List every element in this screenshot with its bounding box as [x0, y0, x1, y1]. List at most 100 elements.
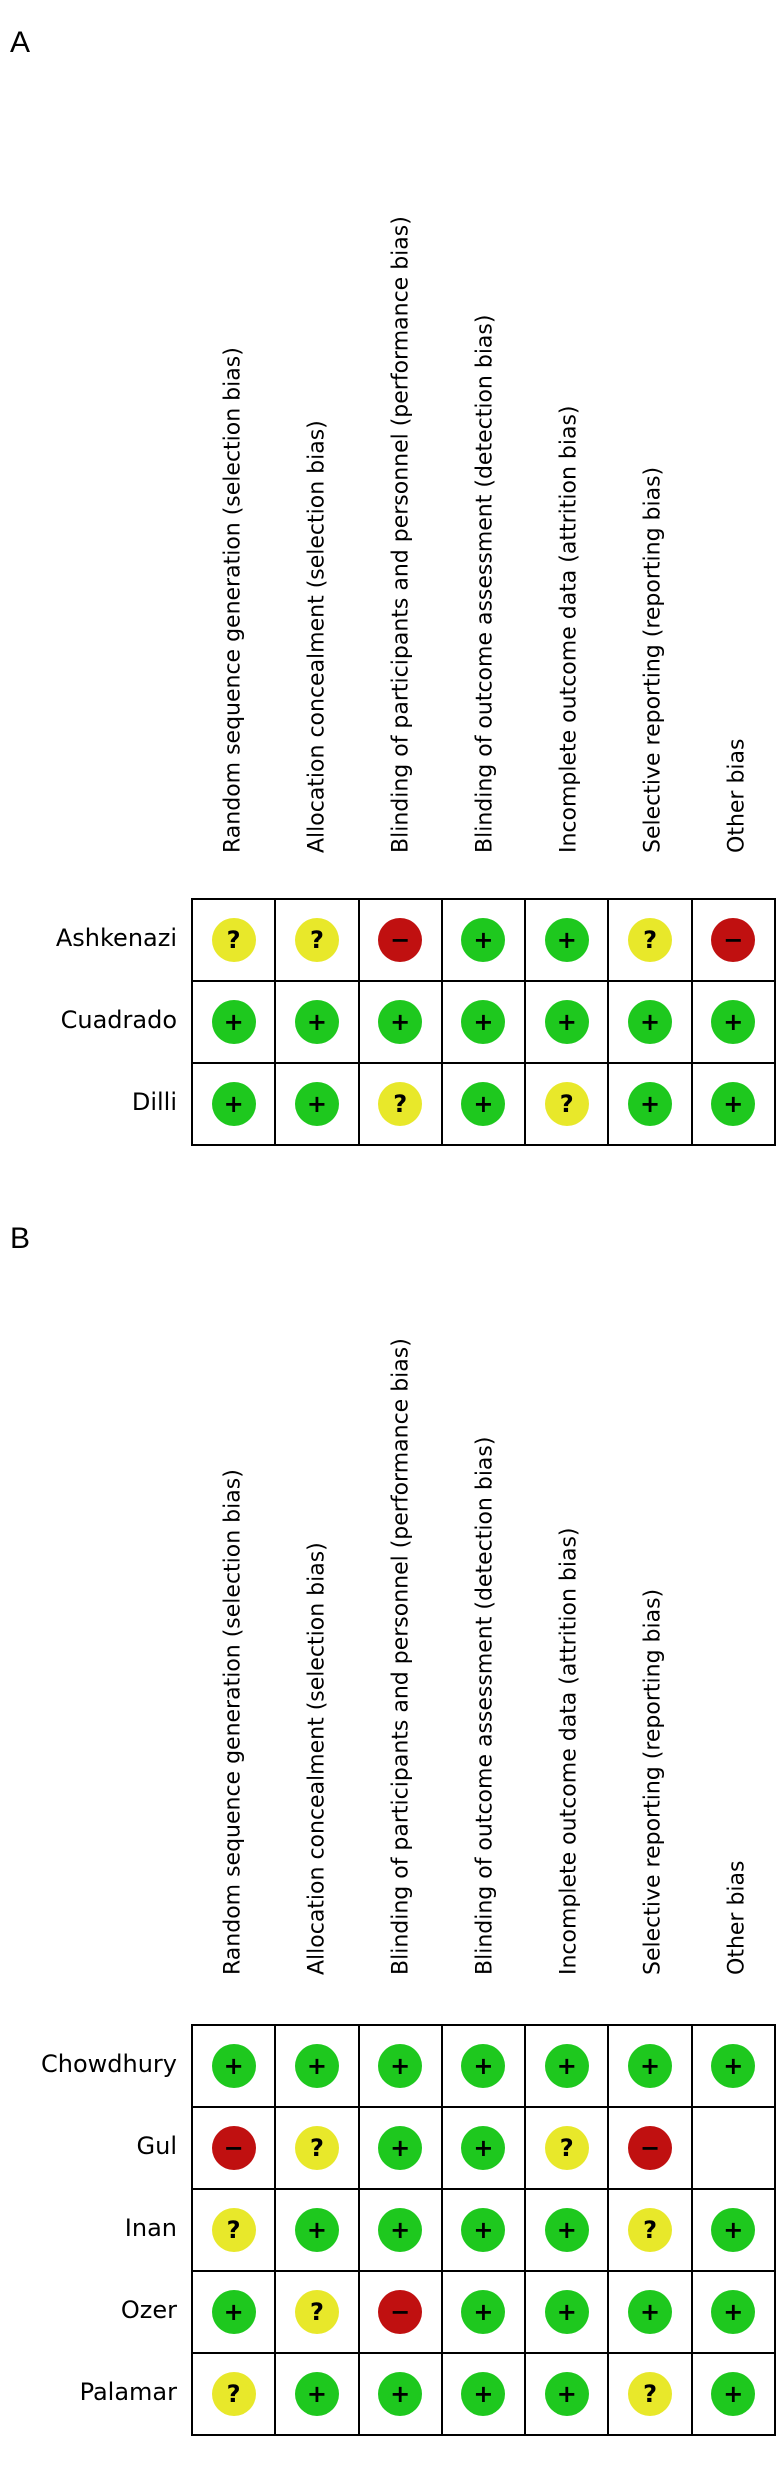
rating-cell: + [190, 2270, 277, 2354]
rating-cell: + [524, 2024, 610, 2108]
study-name: Chowdhury [40, 2050, 177, 2078]
column-header: Allocation concealment (selection bias) [275, 0, 359, 890]
low-risk-icon: + [461, 918, 506, 962]
column-header-label: Incomplete outcome data (attrition bias) [556, 1527, 582, 1976]
unclear-risk-icon: ? [544, 2126, 589, 2170]
risk-of-bias-grid: ??−++?−+++++++++?+?++ [190, 898, 776, 1146]
panel-b: B Random sequence generation (selection b… [0, 1210, 776, 2481]
rating-cell: + [607, 2024, 693, 2108]
unclear-risk-icon: ? [628, 2208, 673, 2252]
low-risk-icon: + [211, 1082, 256, 1126]
rating-cell: ? [357, 1062, 443, 1146]
low-risk-icon: + [628, 2044, 673, 2088]
study-name: Ozer [120, 2296, 177, 2324]
rating-cell: ? [524, 1062, 610, 1146]
study-name: Cuadrado [60, 1006, 177, 1034]
low-risk-icon: + [544, 2044, 589, 2088]
table-row: ++?+?++ [190, 1062, 776, 1146]
column-header-label: Other bias [724, 1860, 750, 1975]
low-risk-icon: + [544, 1000, 589, 1044]
high-risk-icon: − [378, 2290, 423, 2334]
column-header: Blinding of outcome assessment (detectio… [443, 1210, 527, 2012]
low-risk-icon: + [294, 1000, 339, 1044]
rating-cell: + [190, 980, 277, 1064]
panel-label: B [10, 1222, 31, 1255]
low-risk-icon: + [628, 1082, 673, 1126]
column-header-label: Allocation concealment (selection bias) [304, 1542, 330, 1975]
rating-cell: + [690, 1062, 776, 1146]
table-row: ??−++?− [190, 898, 776, 982]
low-risk-icon: + [294, 2208, 339, 2252]
study-name: Gul [136, 2132, 177, 2160]
rating-cell: − [690, 898, 776, 982]
rating-cell: + [274, 2352, 360, 2436]
low-risk-icon: + [211, 1000, 256, 1044]
rating-cell: + [440, 980, 527, 1064]
unclear-risk-icon: ? [544, 1082, 589, 1126]
unclear-risk-icon: ? [628, 2372, 673, 2416]
column-header: Other bias [695, 1210, 776, 2012]
low-risk-icon: + [544, 2208, 589, 2252]
high-risk-icon: − [628, 2126, 673, 2170]
low-risk-icon: + [461, 1000, 506, 1044]
low-risk-icon: + [628, 1000, 673, 1044]
unclear-risk-icon: ? [628, 918, 673, 962]
rating-cell: + [690, 2024, 776, 2108]
low-risk-icon: + [378, 2372, 423, 2416]
rating-cell: + [440, 2352, 527, 2436]
rating-cell: + [440, 2270, 527, 2354]
rating-cell: + [524, 2188, 610, 2272]
column-header: Selective reporting (reporting bias) [611, 0, 695, 890]
rating-cell: + [524, 898, 610, 982]
low-risk-icon: + [461, 2208, 506, 2252]
table-row: + + + + + + + [190, 980, 776, 1064]
rating-cell: ? [607, 2352, 693, 2436]
rating-cell: + [690, 2270, 776, 2354]
table-row: +?−++++ [190, 2270, 776, 2354]
unclear-risk-icon: ? [294, 2290, 339, 2334]
low-risk-icon: + [294, 2044, 339, 2088]
low-risk-icon: + [544, 2372, 589, 2416]
low-risk-icon: + [461, 2372, 506, 2416]
low-risk-icon: + [461, 2290, 506, 2334]
rating-cell: + [524, 2352, 610, 2436]
rating-cell: ? [524, 2106, 610, 2190]
rating-cell: ? [274, 2270, 360, 2354]
column-header-label: Selective reporting (reporting bias) [640, 466, 666, 853]
low-risk-icon: + [211, 2044, 256, 2088]
column-header-label: Blinding of participants and personnel (… [388, 1338, 414, 1975]
rating-cell: + [274, 1062, 360, 1146]
rating-cell: + [190, 2024, 277, 2108]
column-header-label: Selective reporting (reporting bias) [640, 1588, 666, 1975]
column-header: Other bias [695, 0, 776, 890]
study-name: Inan [124, 2214, 177, 2242]
rating-cell: + [440, 2188, 527, 2272]
rating-cell [690, 2106, 776, 2190]
column-header-label: Incomplete outcome data (attrition bias) [556, 405, 582, 854]
low-risk-icon: + [378, 1000, 423, 1044]
column-header-label: Blinding of participants and personnel (… [388, 216, 414, 853]
rating-cell: + [274, 2024, 360, 2108]
low-risk-icon: + [544, 2290, 589, 2334]
rating-cell: + [440, 898, 527, 982]
rating-cell: + [607, 1062, 693, 1146]
study-name: Palamar [79, 2378, 177, 2406]
rating-cell: + [690, 980, 776, 1064]
unclear-risk-icon: ? [294, 2126, 339, 2170]
unclear-risk-icon: ? [211, 2208, 256, 2252]
table-row: ?++++?+ [190, 2188, 776, 2272]
rating-cell: ? [607, 2188, 693, 2272]
panel-label: A [10, 26, 31, 59]
column-header: Random sequence generation (selection bi… [191, 1210, 275, 2012]
rating-cell: + [357, 2188, 443, 2272]
high-risk-icon: − [211, 2126, 256, 2170]
column-header: Allocation concealment (selection bias) [275, 1210, 359, 2012]
low-risk-icon: + [211, 2290, 256, 2334]
table-row: +++++++ [190, 2024, 776, 2108]
rating-cell: + [524, 980, 610, 1064]
column-header: Blinding of participants and personnel (… [359, 1210, 443, 2012]
low-risk-icon: + [461, 1082, 506, 1126]
rating-cell: − [357, 2270, 443, 2354]
column-header: Random sequence generation (selection bi… [191, 0, 275, 890]
low-risk-icon: + [711, 2372, 756, 2416]
